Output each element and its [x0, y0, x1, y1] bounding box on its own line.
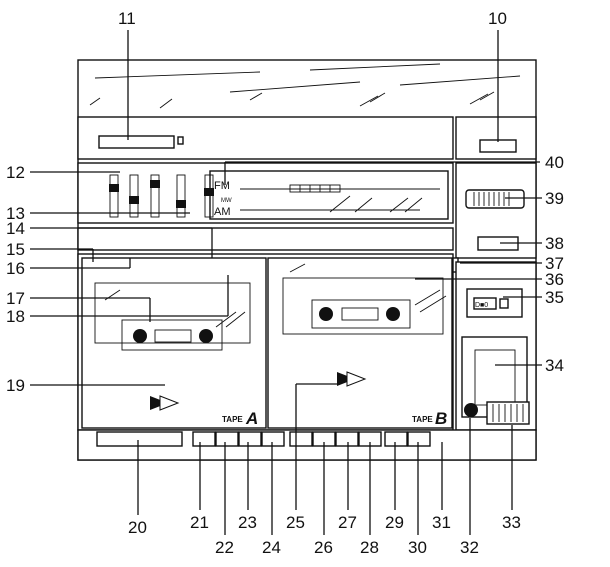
tuning-knob[interactable] — [465, 189, 525, 209]
lid-glass-streaks — [89, 63, 521, 109]
callout-20: 20 — [128, 518, 147, 537]
power-button[interactable] — [98, 135, 175, 149]
deck-b-tape-word: TAPE — [412, 415, 433, 424]
callout-14: 14 — [6, 219, 25, 238]
callout-40: 40 — [545, 153, 564, 172]
callout-30: 30 — [408, 538, 427, 557]
deck-a-tape-word: TAPE — [222, 415, 243, 424]
callout-16: 16 — [6, 259, 25, 278]
callout-10: 10 — [488, 9, 507, 28]
callout-23: 23 — [238, 513, 257, 532]
callout-35: 35 — [545, 288, 564, 307]
power-indicator — [177, 136, 184, 145]
callout-15: 15 — [6, 240, 25, 259]
callout-26: 26 — [314, 538, 333, 557]
callout-12: 12 — [6, 163, 25, 182]
deck-b-reel-left — [319, 307, 333, 321]
volume-wheel-ridges — [492, 404, 524, 422]
callout-25: 25 — [286, 513, 305, 532]
band-label-fm: FM — [214, 180, 230, 192]
deck-b-window — [282, 277, 444, 335]
mode-indicator — [499, 298, 509, 309]
deck-a-tape-letter: A — [245, 409, 258, 428]
band-label-am: AM — [214, 206, 231, 218]
callout-22: 22 — [215, 538, 234, 557]
volume-wheel[interactable] — [486, 401, 530, 425]
leader-lines — [30, 30, 542, 535]
deck-b-direction-arrow — [337, 371, 367, 387]
callout-38: 38 — [545, 234, 564, 253]
callout-34: 34 — [545, 356, 564, 375]
deck-b-tape-window — [341, 307, 379, 321]
callout-19: 19 — [6, 376, 25, 395]
callout-numbers: 11 10 12 40 39 13 14 38 15 37 16 36 17 3… — [6, 9, 564, 557]
tuning-knob-ridges — [473, 192, 510, 206]
callout-21: 21 — [190, 513, 209, 532]
callout-13: 13 — [6, 204, 25, 223]
callout-29: 29 — [385, 513, 404, 532]
deck-b-cassette — [311, 299, 411, 329]
deck-a-tape-window — [154, 329, 192, 343]
deck-a-reel-left — [133, 329, 147, 343]
callout-24: 24 — [262, 538, 281, 557]
callout-27: 27 — [338, 513, 357, 532]
deck-a-direction-arrow — [150, 395, 180, 411]
band-label-mw: MW — [221, 198, 232, 204]
callout-39: 39 — [545, 189, 564, 208]
deck-a-cassette — [121, 319, 223, 351]
bottom-buttons[interactable] — [96, 431, 431, 447]
deck-b-reel-right — [386, 307, 400, 321]
tuner-dial-window — [209, 170, 449, 220]
callout-31: 31 — [432, 513, 451, 532]
deck-b-door[interactable] — [267, 257, 453, 429]
callout-36: 36 — [545, 270, 564, 289]
callout-37: 37 — [545, 254, 564, 273]
callout-28: 28 — [360, 538, 379, 557]
callout-11: 11 — [118, 9, 136, 28]
callout-18: 18 — [6, 307, 25, 326]
deck-a-window — [94, 282, 251, 344]
callout-17: 17 — [6, 289, 25, 308]
button-row-panel — [77, 227, 454, 251]
mode-switch-label: D■0 — [475, 302, 488, 309]
dial-scale — [240, 184, 440, 213]
mode-switch[interactable] — [473, 297, 497, 310]
headphone-jack[interactable] — [464, 403, 478, 417]
callout-33: 33 — [502, 513, 521, 532]
callout-32: 32 — [460, 538, 479, 557]
deck-b-tape-letter: B — [435, 409, 447, 428]
deck-a-reel-right — [199, 329, 213, 343]
equalizer-sliders[interactable] — [109, 174, 214, 218]
